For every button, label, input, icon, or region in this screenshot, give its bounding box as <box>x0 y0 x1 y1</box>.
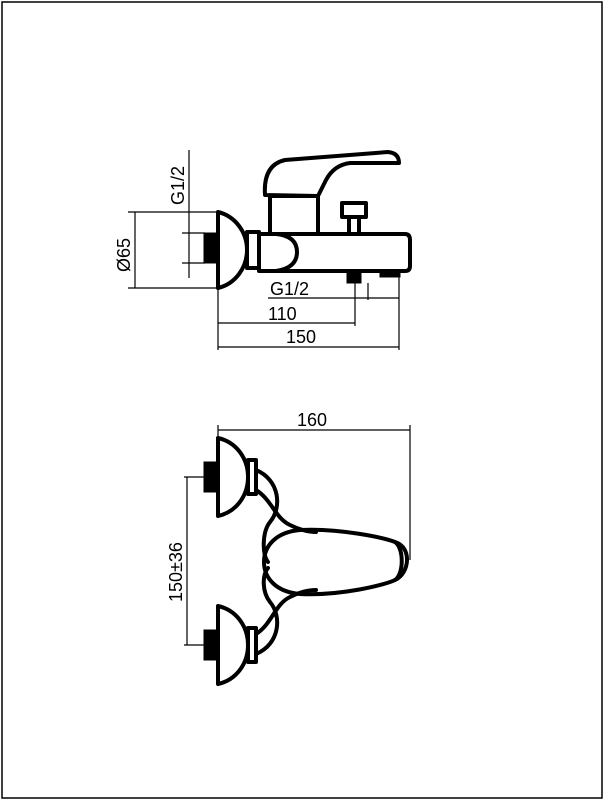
side-diverter-knob <box>340 201 368 219</box>
side-view-faucet <box>203 150 412 290</box>
top-view-dimensions <box>184 425 411 646</box>
dim-inlet-thread-label: G1/2 <box>168 166 188 205</box>
dim-rosette-label: Ø65 <box>114 238 134 272</box>
dim-center-distance-label: 150±36 <box>166 542 186 602</box>
side-body-curve <box>274 232 299 273</box>
side-rosette <box>216 210 249 290</box>
dim-total-depth-label: 150 <box>286 327 316 347</box>
top-view-faucet <box>203 436 409 686</box>
dim-width-label: 160 <box>297 410 327 430</box>
side-outlet-thread <box>346 270 362 284</box>
side-lever-handle <box>262 150 401 198</box>
side-body <box>257 232 412 273</box>
side-view-dimensions <box>128 150 400 350</box>
side-spout-outlet <box>379 270 401 278</box>
side-inlet-nut <box>203 232 219 264</box>
side-diverter-stem <box>347 215 361 236</box>
top-rosette-lower <box>216 604 250 686</box>
top-rosette-upper <box>216 436 250 518</box>
top-inlet-nut-upper <box>203 461 219 493</box>
dim-outlet-thread-label: G1/2 <box>270 279 309 299</box>
top-inlet-nut-lower <box>203 629 219 661</box>
top-lever-handle <box>262 527 409 597</box>
dim-outlet-distance-label: 110 <box>268 304 297 324</box>
side-cartridge <box>268 194 320 236</box>
top-body-lower-arm <box>254 566 280 656</box>
